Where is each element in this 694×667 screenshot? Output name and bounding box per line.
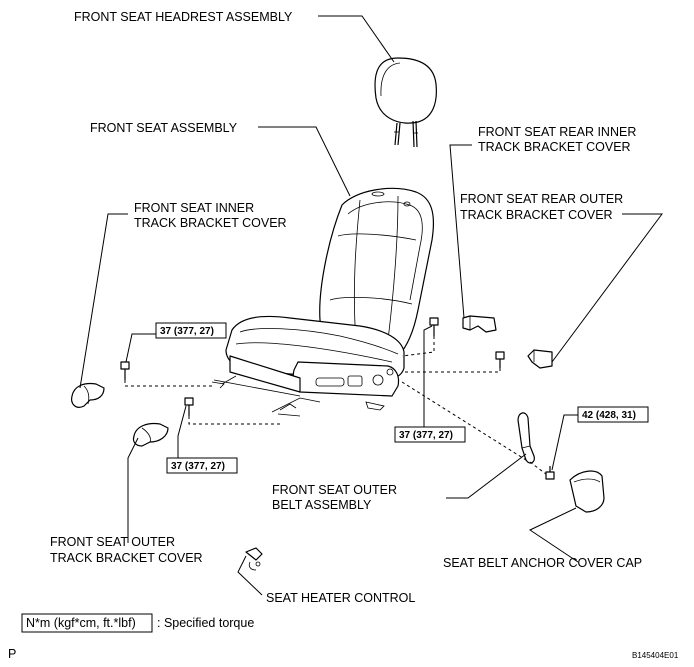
label-heater-control: SEAT HEATER CONTROL	[266, 591, 415, 605]
anchor-cap-drawing	[569, 470, 605, 513]
label-outer-cover-line2: TRACK BRACKET COVER	[50, 551, 203, 565]
label-rear-inner-cover-line1: FRONT SEAT REAR INNER	[478, 125, 636, 139]
torque-value: 37 (377, 27)	[160, 326, 214, 337]
bolt-5	[545, 466, 555, 480]
heater-control-drawing	[245, 547, 263, 571]
label-inner-cover-line1: FRONT SEAT INNER	[134, 201, 254, 215]
installation-lines	[124, 336, 547, 475]
rear-inner-cover-drawing	[462, 315, 497, 333]
torque-value: 37 (377, 27)	[171, 461, 225, 472]
figure-code: B145404E01	[632, 651, 679, 660]
bolt-3	[429, 317, 439, 336]
seat-drawing	[211, 187, 435, 417]
bolt-1	[120, 361, 130, 380]
legend-unit-box: N*m (kgf*cm, ft.*lbf)	[26, 616, 136, 630]
label-outer-belt-line2: BELT ASSEMBLY	[272, 498, 372, 512]
outer-cover-drawing	[132, 422, 169, 447]
text-labels: FRONT SEAT HEADREST ASSEMBLY FRONT SEAT …	[50, 10, 642, 605]
torque-value: 42 (428, 31)	[582, 410, 636, 421]
label-rear-outer-cover-line1: FRONT SEAT REAR OUTER	[460, 192, 623, 206]
torque-callout-1: 37 (377, 27)	[155, 322, 227, 339]
torque-callout-2: 37 (377, 27)	[166, 457, 238, 474]
legend-text: : Specified torque	[157, 616, 254, 630]
bolt-2	[184, 397, 194, 416]
label-anchor-cap: SEAT BELT ANCHOR COVER CAP	[443, 556, 642, 570]
label-outer-cover-line1: FRONT SEAT OUTER	[50, 535, 175, 549]
torque-legend: N*m (kgf*cm, ft.*lbf) : Specified torque	[21, 613, 254, 633]
label-rear-outer-cover-line2: TRACK BRACKET COVER	[460, 208, 613, 222]
torque-value: 37 (377, 27)	[399, 430, 453, 441]
torque-callout-4: 42 (428, 31)	[577, 406, 649, 423]
corner-letter: P	[8, 647, 16, 661]
label-outer-belt-line1: FRONT SEAT OUTER	[272, 483, 397, 497]
label-inner-cover-line2: TRACK BRACKET COVER	[134, 216, 287, 230]
inner-cover-drawing	[71, 382, 105, 408]
label-rear-inner-cover-line2: TRACK BRACKET COVER	[478, 140, 631, 154]
label-headrest: FRONT SEAT HEADREST ASSEMBLY	[74, 10, 293, 24]
label-seat-assembly: FRONT SEAT ASSEMBLY	[90, 121, 238, 135]
headrest-drawing	[374, 57, 437, 148]
outer-belt-drawing	[517, 412, 535, 464]
rear-outer-cover-drawing	[527, 349, 553, 369]
leader-lines	[79, 15, 663, 596]
bolt-4	[495, 351, 505, 368]
torque-callout-3: 37 (377, 27)	[394, 426, 466, 443]
